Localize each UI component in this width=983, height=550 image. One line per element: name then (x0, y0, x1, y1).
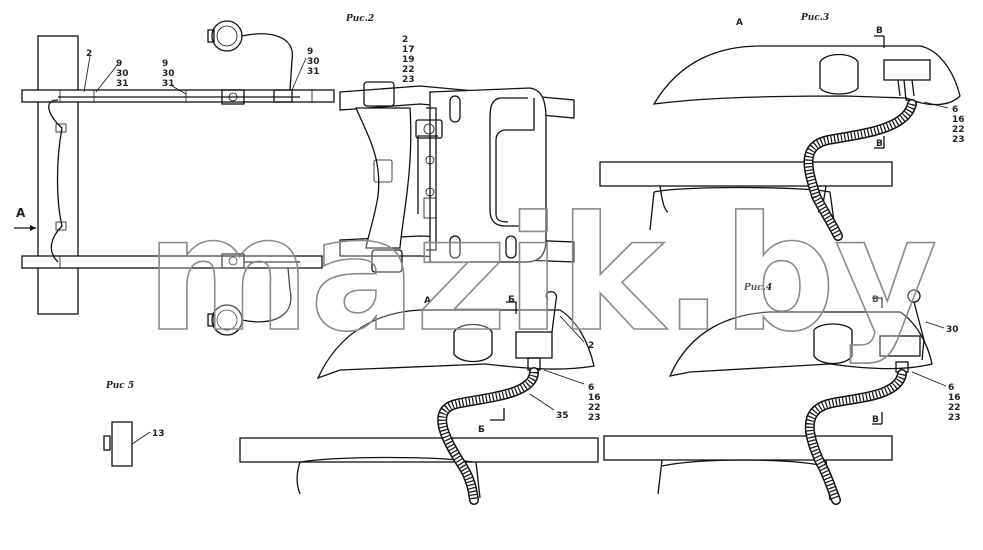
callout-5-line-3: 19 (402, 55, 415, 65)
fig5-part (103, 421, 151, 467)
callout-4-line-1: 9 (307, 47, 313, 57)
connector-bottom (221, 253, 245, 269)
callout-3-line-3: 31 (162, 79, 175, 89)
section-b-fig4-bottom: B (872, 415, 879, 425)
callout-2-line-1: 9 (116, 59, 122, 69)
callout-8-line-3: 22 (588, 403, 601, 413)
fig3-platform (599, 161, 893, 187)
callout-6-line-4: 23 (952, 135, 965, 145)
fig3-cab-outline (652, 45, 961, 106)
callout-11-line-2: 16 (948, 393, 961, 403)
section-b-center-top: Б (508, 295, 515, 305)
mount-bracket (355, 107, 412, 249)
center-installation (239, 291, 599, 505)
callout-9-line-1: 35 (556, 411, 569, 421)
callout-3-line-1: 9 (162, 59, 168, 69)
view-label-a: A (16, 206, 26, 220)
top-rail (21, 89, 335, 103)
callout-2-line-2: 30 (116, 69, 129, 79)
cross-harness (48, 99, 63, 263)
callout-11-line-4: 23 (948, 413, 961, 423)
fig4-platform (603, 435, 893, 461)
callout-12-line-1: 13 (152, 429, 165, 439)
view-label-a-center: A (424, 296, 431, 306)
callout-1-line-1: 2 (86, 49, 92, 59)
callout-11-line-3: 22 (948, 403, 961, 413)
fig3-box (883, 59, 931, 81)
callout-numbers: 2 9 30 31 9 30 31 9 30 31 2 17 19 22 23 … (86, 35, 965, 439)
frame-detail (339, 81, 575, 273)
callout-6-line-3: 22 (952, 125, 965, 135)
callout-6-line-2: 16 (952, 115, 965, 125)
callout-11-line-1: 6 (948, 383, 954, 393)
view-labels: A A A B B Б Б B B (16, 18, 883, 435)
center-box (515, 331, 553, 359)
fig4-installation (603, 289, 947, 505)
fig2-title: Рис.2 (345, 14, 374, 24)
callout-2-line-3: 31 (116, 79, 129, 89)
callout-8-line-2: 16 (588, 393, 601, 403)
figure-titles: Рис.2 Рис.3 Рис.4 Рис 5 (105, 13, 829, 391)
fig4-cab-outline (668, 311, 933, 377)
callout-3-line-2: 30 (162, 69, 175, 79)
fig5-title: Рис 5 (105, 381, 134, 391)
callout-8-line-4: 23 (588, 413, 601, 423)
fig3-installation (599, 35, 961, 241)
section-b-center-bottom: Б (478, 425, 485, 435)
view-label-a-fig3: A (736, 18, 743, 28)
callout-5-line-1: 2 (402, 35, 408, 45)
callout-6-line-1: 6 (952, 105, 958, 115)
fig5-block (111, 421, 133, 467)
callout-5-line-5: 23 (402, 75, 415, 85)
fig4-title: Рис.4 (743, 283, 772, 293)
connector-top (221, 89, 245, 105)
callout-4-line-3: 31 (307, 67, 320, 77)
section-b-fig3-bottom: B (876, 139, 883, 149)
callout-5-line-4: 22 (402, 65, 415, 75)
callout-4-line-2: 30 (307, 57, 320, 67)
callout-7-line-1: 2 (588, 341, 594, 351)
lamp-lower (211, 304, 243, 336)
chassis-frame-plan (14, 20, 335, 336)
fig3-title: Рис.3 (800, 13, 829, 23)
fig3-window (819, 53, 859, 95)
callout-10-line-1: 30 (946, 325, 959, 335)
left-callouts (83, 55, 307, 95)
fig4-box (879, 335, 921, 357)
lamp-upper (211, 20, 243, 52)
callout-5-line-2: 17 (402, 45, 415, 55)
center-cab-outline (316, 309, 595, 380)
section-b-fig3-top: B (876, 26, 883, 36)
section-b-fig4-top: B (872, 295, 879, 305)
switch-block (415, 119, 443, 139)
bottom-rail (21, 255, 323, 269)
callout-8-line-1: 6 (588, 383, 594, 393)
mount-plate (429, 87, 547, 263)
